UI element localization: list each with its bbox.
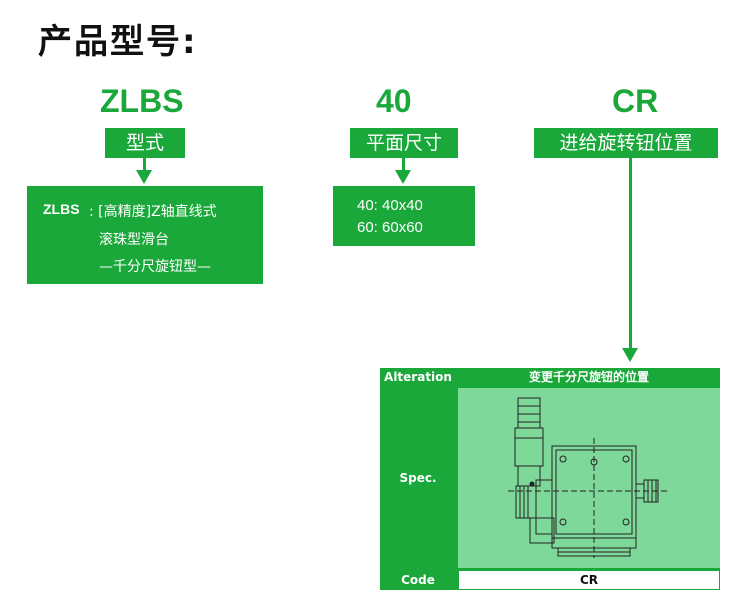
spec-table: Alteration 变更千分尺旋钮的位置 Spec. <box>380 368 720 590</box>
series-desc-line1: : [高精度]Z轴直线式 <box>89 204 217 220</box>
series-description-box: ZLBS : [高精度]Z轴直线式 滚珠型滑台 —千分尺旋钮型— <box>27 186 263 284</box>
size-connector-line <box>402 158 405 172</box>
alteration-value: 变更千分尺旋钮的位置 <box>458 368 720 386</box>
series-connector-line <box>143 158 146 172</box>
model-code-knob: CR <box>612 83 659 119</box>
knob-arrow-icon <box>622 348 638 362</box>
series-desc-line2: 滚珠型滑台 <box>99 232 169 248</box>
code-label: Code <box>380 570 456 590</box>
size-description-box: 40: 40x40 60: 60x60 <box>333 186 475 246</box>
series-desc-line3: —千分尺旋钮型— <box>99 259 211 275</box>
series-desc-prefix: ZLBS <box>43 201 80 217</box>
alteration-label: Alteration <box>380 368 456 386</box>
size-label-tag: 平面尺寸 <box>350 128 458 158</box>
series-label-tag: 型式 <box>105 128 185 158</box>
size-arrow-icon <box>395 170 411 184</box>
knob-label-tag: 进给旋转钮位置 <box>534 128 718 158</box>
model-code-size: 40 <box>376 83 412 119</box>
size-option-40: 40: 40x40 <box>357 197 423 214</box>
stage-drawing-icon <box>508 397 668 558</box>
size-option-60: 60: 60x60 <box>357 219 423 236</box>
code-value: CR <box>458 570 720 590</box>
page-title: 产品型号: <box>38 22 198 62</box>
spec-drawing-area <box>458 388 720 568</box>
model-code-series: ZLBS <box>100 83 184 119</box>
spec-label: Spec. <box>380 388 456 568</box>
series-arrow-icon <box>136 170 152 184</box>
knob-connector-line <box>629 158 632 350</box>
